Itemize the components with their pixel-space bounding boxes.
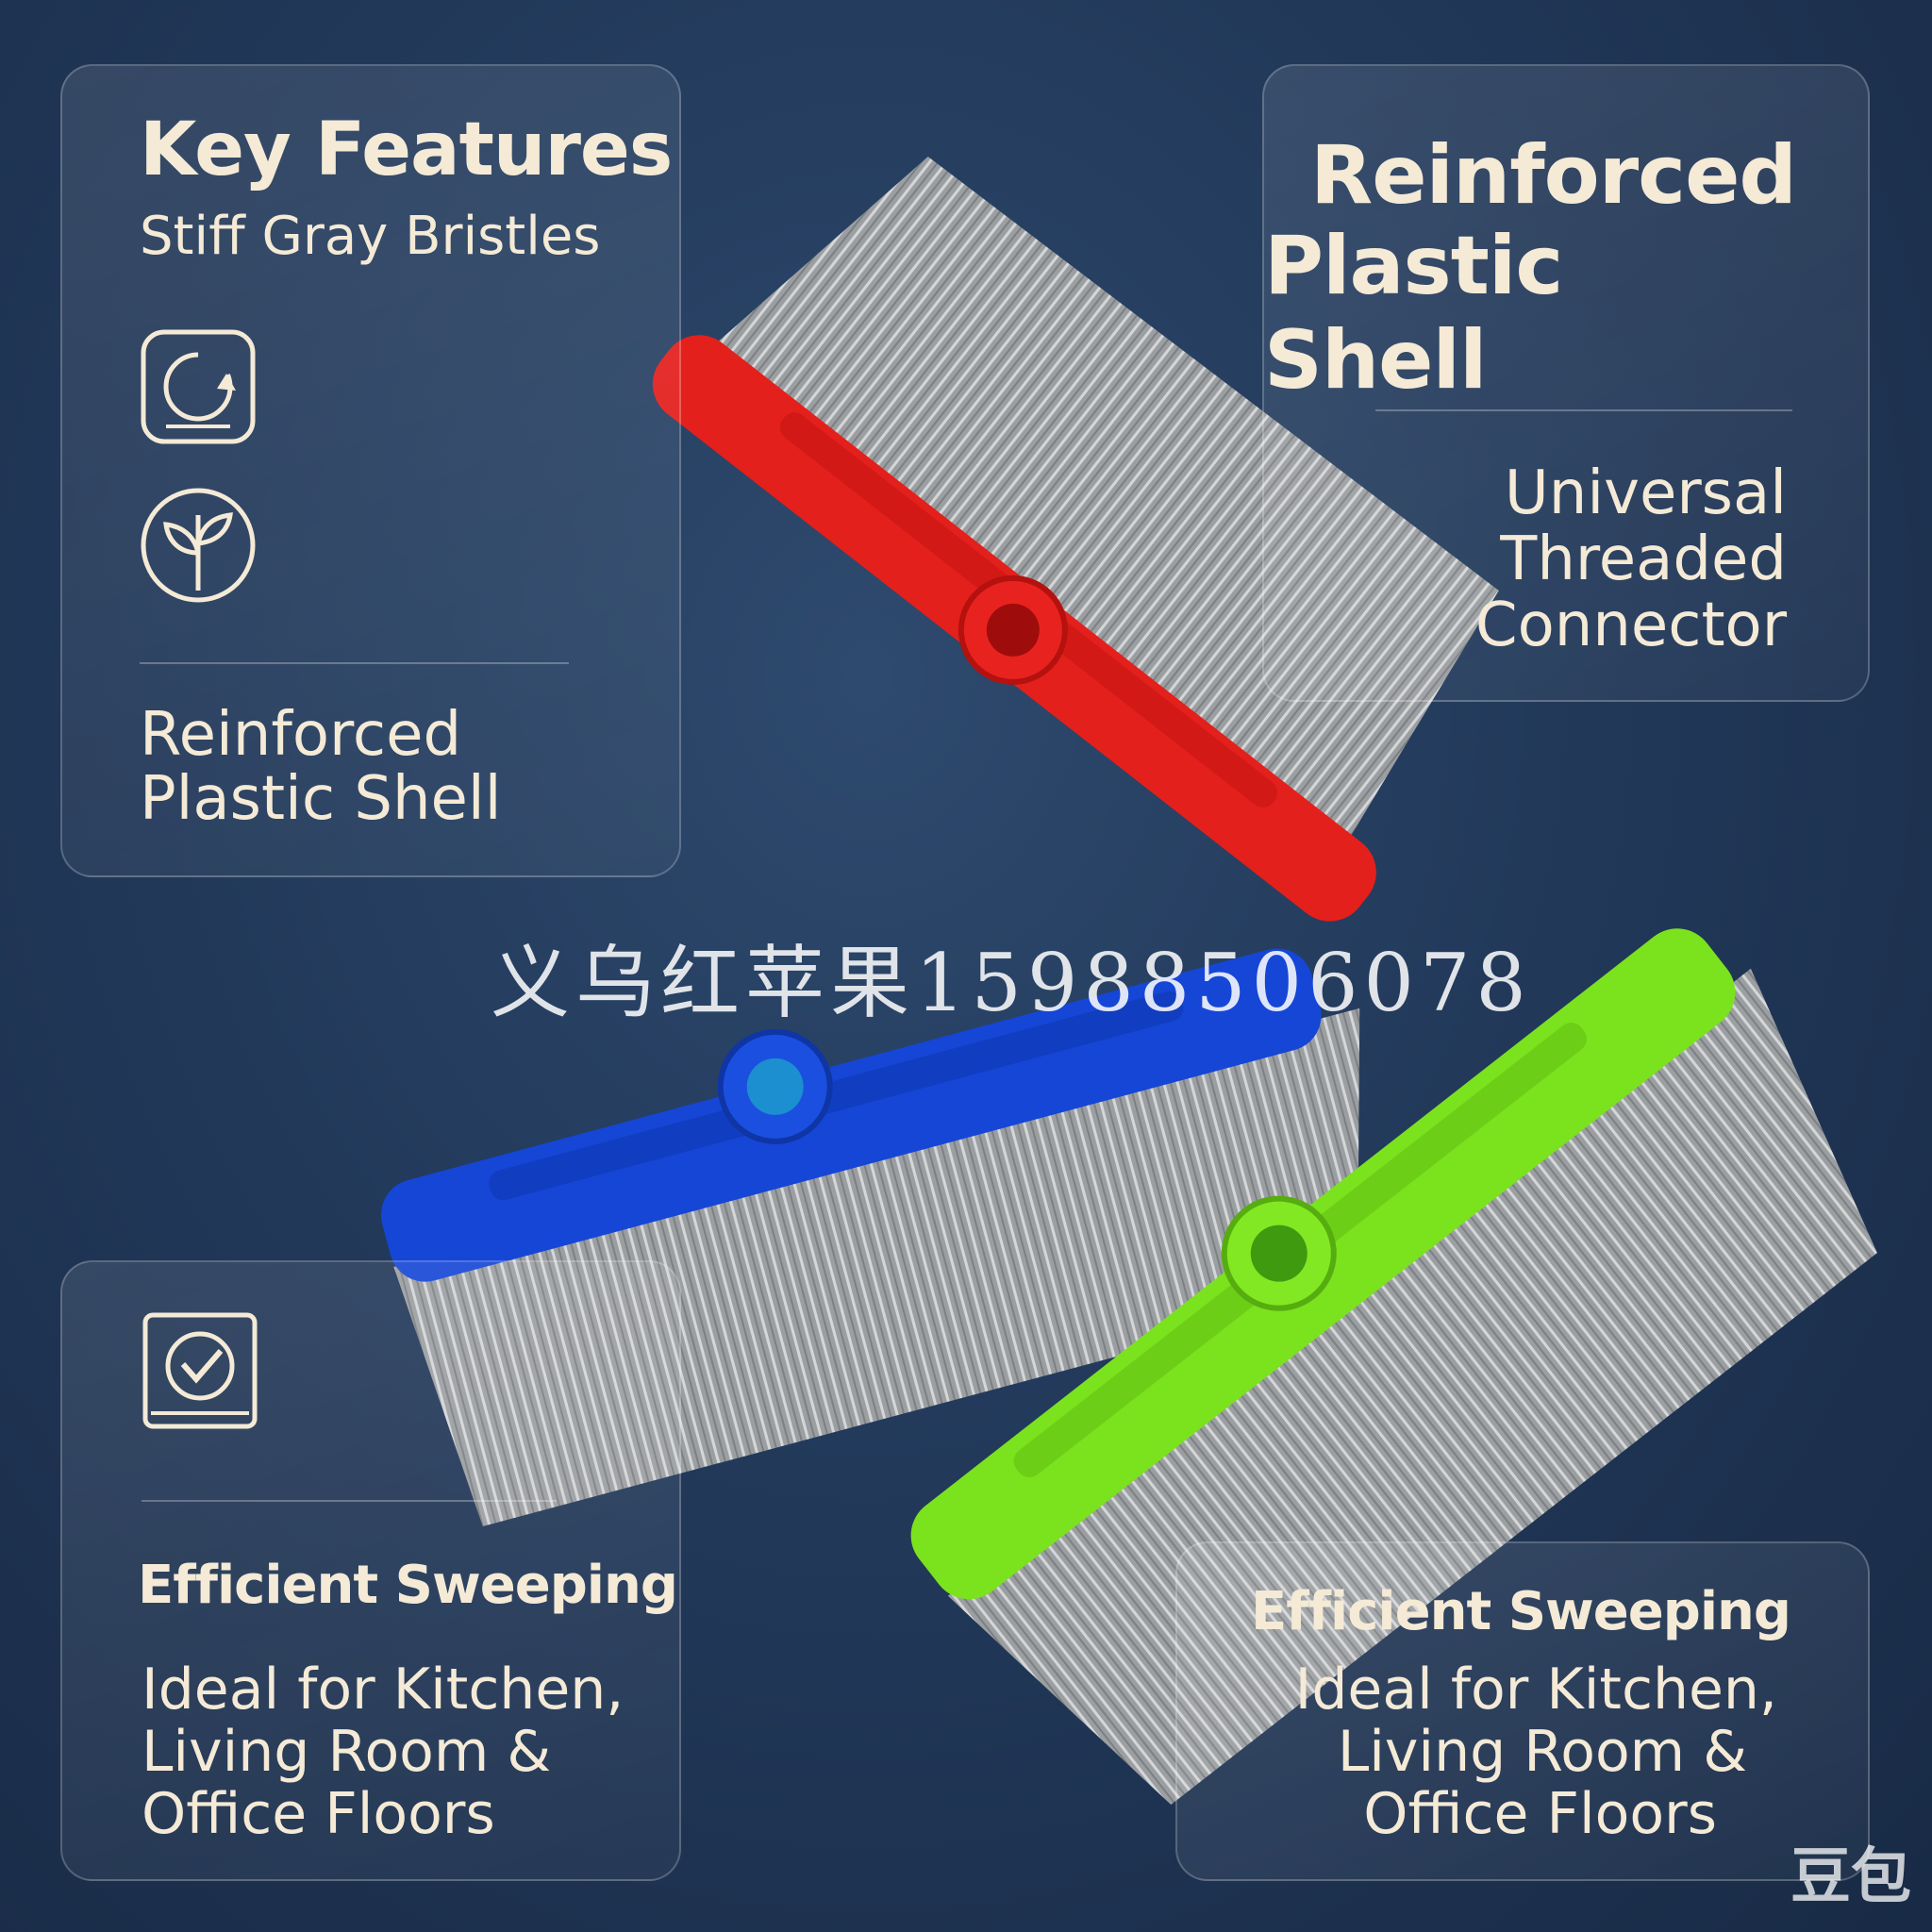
panel-title-line1: Reinforced [1309, 128, 1797, 223]
blue-brush [380, 948, 1360, 1526]
efficient-sweeping-panel-left: Efficient Sweeping Ideal for Kitchen, Li… [60, 1260, 681, 1881]
divider [142, 1500, 557, 1502]
use-line2: Living Room & [1337, 1719, 1747, 1785]
plastic-shell-panel: Reinforced Plastic Shell Universal Threa… [1262, 64, 1870, 702]
panel-subtitle: Stiff Gray Bristles [140, 206, 601, 267]
divider [1375, 409, 1792, 411]
corner-logo: 豆包 [1790, 1842, 1911, 1912]
divider [140, 662, 569, 664]
connector-line2: Threaded [1500, 525, 1787, 594]
check-leaf-icon [142, 1311, 258, 1430]
panel-title: Key Features [140, 108, 673, 192]
use-line1: Ideal for Kitchen, [142, 1657, 625, 1723]
use-line2: Living Room & [142, 1719, 552, 1785]
connector-line3: Connector [1474, 591, 1787, 660]
panel-title-line2: Plastic Shell [1264, 219, 1563, 408]
green-brush-bristles [947, 968, 1877, 1806]
red-brush [652, 157, 1499, 922]
leaf-icon [140, 487, 257, 609]
use-line1: Ideal for Kitchen, [1294, 1657, 1777, 1723]
use-line3: Office Floors [1363, 1781, 1717, 1847]
green-brush [910, 928, 1877, 1806]
blue-brush-bristles [393, 1008, 1360, 1526]
connector-line1: Universal [1504, 458, 1787, 528]
feature-line1: Reinforced [140, 700, 462, 770]
red-brush-bristles [697, 157, 1499, 859]
panel-title: Efficient Sweeping [138, 1555, 678, 1616]
feature-line2: Plastic Shell [140, 764, 502, 834]
seller-watermark: 义乌红苹果15988506078 [491, 937, 1532, 1029]
key-features-panel: Key Features Stiff Gray Bristles Reinfor… [60, 64, 681, 877]
panel-title: Efficient Sweeping [1251, 1581, 1791, 1642]
use-line3: Office Floors [142, 1781, 495, 1847]
efficient-sweeping-panel-right: Efficient Sweeping Ideal for Kitchen, Li… [1175, 1541, 1870, 1881]
rotate-icon [140, 328, 257, 451]
